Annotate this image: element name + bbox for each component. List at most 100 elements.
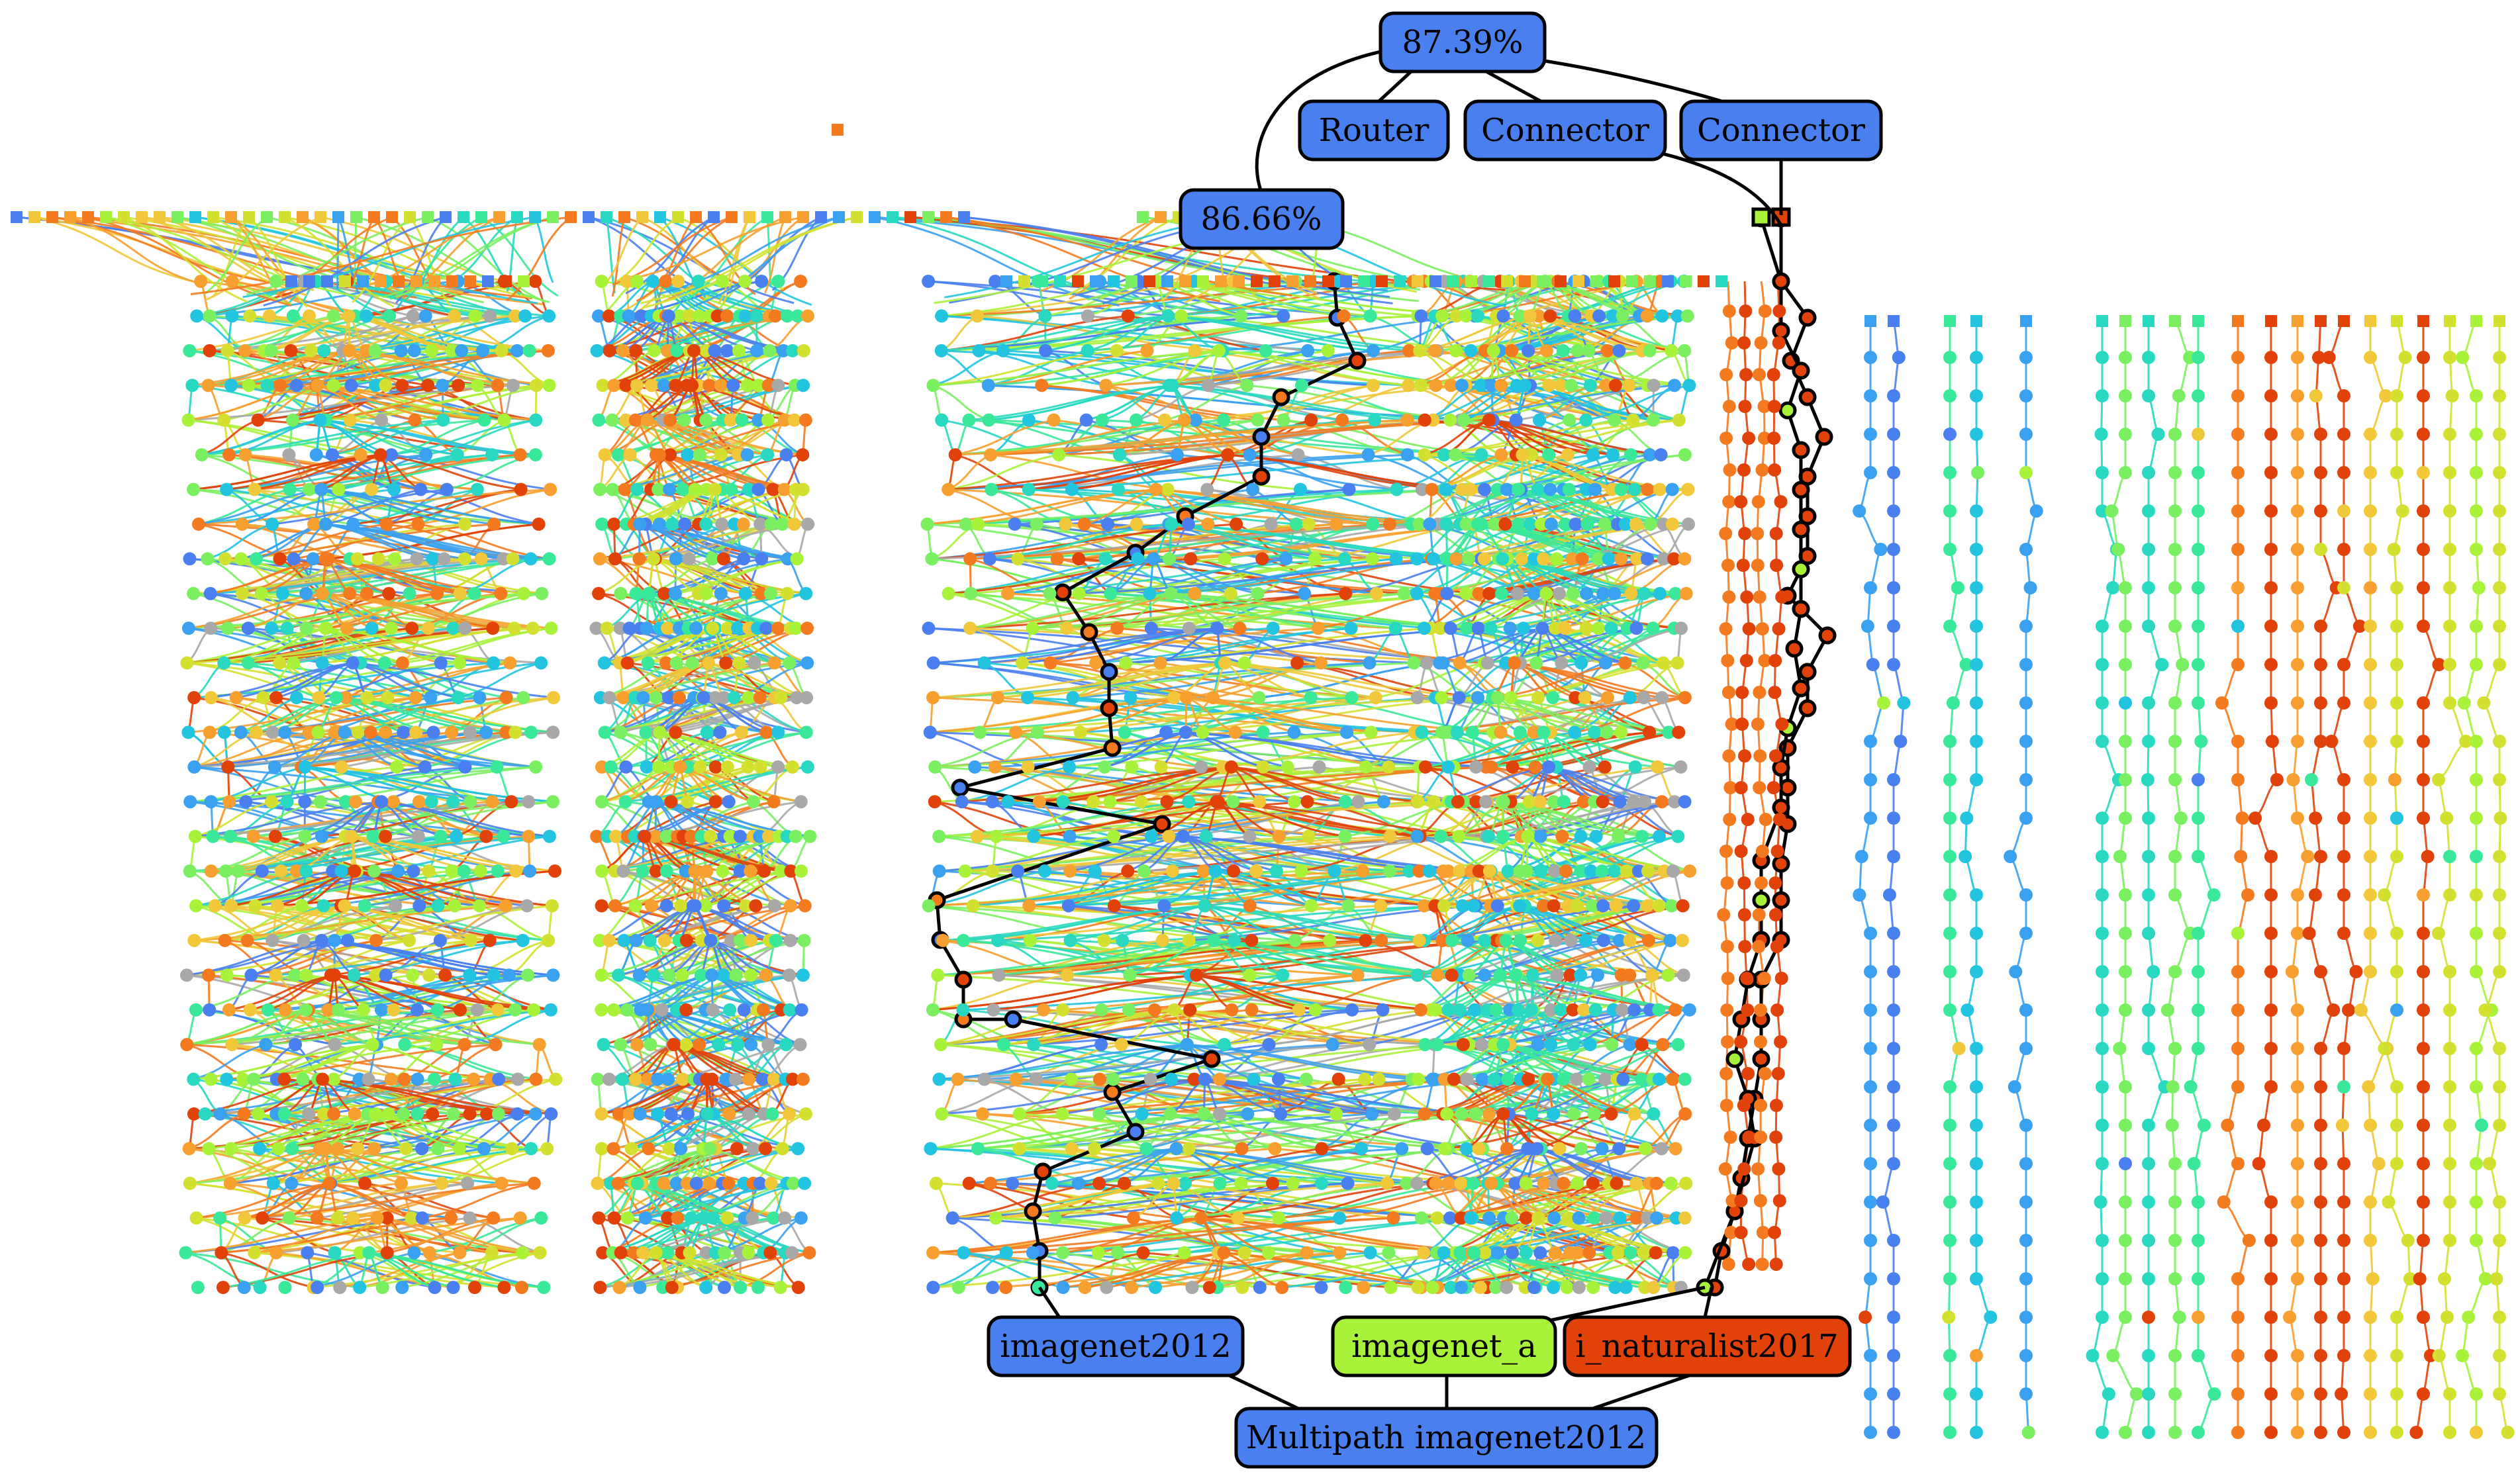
network-edge bbox=[266, 1009, 516, 1046]
network-edge bbox=[325, 1147, 442, 1185]
network-edge bbox=[244, 1217, 460, 1254]
network-edge bbox=[598, 557, 654, 595]
network-edge bbox=[201, 419, 320, 456]
network-edge bbox=[381, 419, 426, 456]
network-edge bbox=[304, 800, 382, 838]
network-edge bbox=[193, 731, 257, 768]
network-edge bbox=[198, 488, 551, 526]
network-edge bbox=[307, 1252, 435, 1289]
network-edge bbox=[325, 523, 531, 560]
network-edge bbox=[344, 731, 536, 768]
network-edge bbox=[189, 1147, 320, 1185]
network-edge bbox=[262, 1217, 335, 1254]
network-edge bbox=[242, 1043, 373, 1081]
network-edge bbox=[190, 766, 536, 803]
network-edge bbox=[416, 696, 554, 733]
network-edge bbox=[377, 1217, 523, 1254]
network-edge bbox=[648, 592, 713, 629]
network-edge bbox=[622, 1043, 675, 1080]
network-edge bbox=[482, 314, 550, 352]
network-edge bbox=[354, 870, 553, 907]
network-edge bbox=[352, 662, 459, 699]
network-edge bbox=[279, 557, 323, 595]
network-edge bbox=[209, 1147, 292, 1185]
network-edge bbox=[417, 488, 478, 526]
network-edge bbox=[316, 384, 382, 422]
network-edge bbox=[198, 488, 322, 526]
network-edge bbox=[232, 1009, 307, 1046]
network-edge bbox=[941, 315, 978, 352]
network-edge bbox=[305, 1009, 373, 1046]
network-edge bbox=[189, 314, 350, 352]
network-edge bbox=[425, 419, 536, 456]
network-edge bbox=[479, 905, 549, 942]
network-edge bbox=[325, 627, 510, 665]
network-edge bbox=[189, 1113, 245, 1150]
network-edge bbox=[194, 939, 446, 976]
network-edge bbox=[380, 453, 521, 490]
network-edge bbox=[261, 557, 550, 595]
network-edge bbox=[225, 835, 352, 872]
network-edge bbox=[244, 1182, 442, 1219]
network-edge bbox=[391, 419, 536, 456]
network-edge bbox=[420, 488, 539, 526]
network-edge bbox=[969, 384, 1173, 422]
network-edge bbox=[710, 939, 790, 976]
network-edge bbox=[434, 1043, 497, 1080]
network-edge bbox=[271, 905, 345, 942]
network-edge bbox=[369, 1252, 544, 1289]
network-edge bbox=[710, 939, 767, 976]
network-edge bbox=[198, 488, 290, 526]
network-edge bbox=[322, 592, 412, 629]
network-edge bbox=[349, 349, 403, 387]
network-edge bbox=[334, 974, 418, 1011]
network-edge bbox=[207, 523, 273, 560]
network-edge bbox=[353, 488, 478, 526]
network-edge bbox=[344, 905, 410, 942]
network-edge bbox=[195, 800, 272, 838]
network-edge bbox=[293, 315, 344, 352]
network-edge bbox=[258, 384, 318, 422]
network-edge bbox=[251, 939, 322, 976]
network-edge bbox=[273, 1147, 512, 1185]
network-edge bbox=[325, 557, 389, 595]
network-edge bbox=[236, 662, 353, 699]
network-edge bbox=[267, 974, 554, 1011]
network-edge bbox=[248, 627, 326, 664]
network-edge bbox=[320, 419, 458, 456]
network-edge bbox=[231, 349, 549, 387]
network-edge bbox=[210, 557, 531, 595]
network-edge bbox=[271, 939, 386, 976]
network-edge bbox=[631, 1113, 708, 1150]
network-edge bbox=[629, 1078, 763, 1115]
network-edge bbox=[368, 1252, 436, 1289]
network-edge bbox=[275, 939, 523, 976]
network-edge bbox=[428, 592, 475, 629]
network-edge bbox=[608, 939, 670, 976]
network-edge bbox=[422, 1182, 534, 1219]
network-edge bbox=[391, 1043, 437, 1080]
network-edge bbox=[483, 1113, 536, 1150]
network-edge bbox=[225, 523, 495, 560]
network-edge bbox=[317, 384, 485, 422]
network-edge bbox=[597, 1147, 650, 1185]
network-edge bbox=[344, 731, 397, 768]
network-edge bbox=[626, 731, 708, 768]
network-edge bbox=[402, 627, 552, 665]
network-edge bbox=[469, 939, 549, 976]
network-edge bbox=[320, 488, 387, 526]
network-edge bbox=[345, 662, 403, 699]
network-edge bbox=[276, 1043, 373, 1080]
network-edge bbox=[210, 557, 326, 595]
network-edge bbox=[338, 453, 458, 490]
network-edge bbox=[458, 662, 542, 699]
network-edge bbox=[230, 1147, 326, 1185]
network-edge bbox=[313, 1252, 540, 1289]
network-edge bbox=[321, 488, 539, 526]
network-edge bbox=[193, 1043, 266, 1080]
network-edge bbox=[303, 939, 376, 976]
network-edge bbox=[247, 904, 345, 942]
network-edge bbox=[193, 1078, 418, 1115]
network-edge bbox=[194, 731, 310, 768]
